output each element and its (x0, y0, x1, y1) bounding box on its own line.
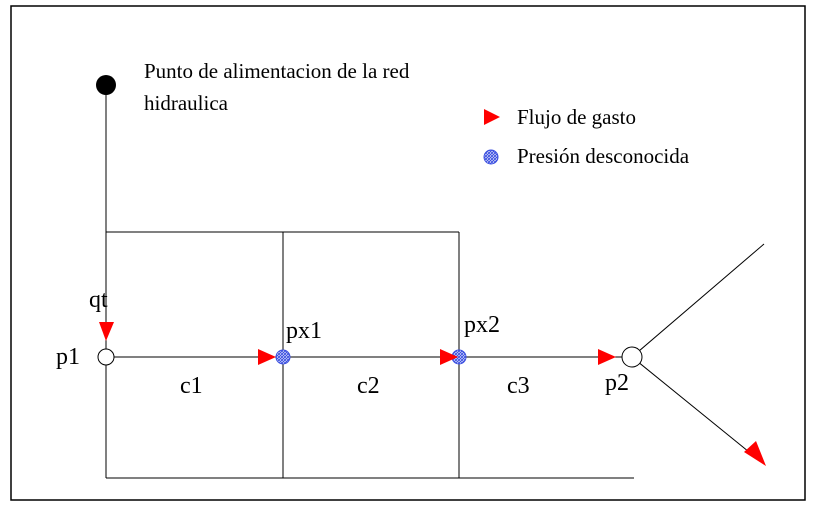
node-p1 (97, 348, 115, 366)
diagram-frame (10, 5, 806, 501)
label-qt: qt (89, 287, 108, 313)
label-c2: c2 (357, 373, 380, 399)
flow-arrow-c3 (598, 349, 616, 365)
branch-lower (631, 356, 755, 457)
label-p2: p2 (605, 370, 629, 396)
flow-arrow-branch (744, 441, 766, 466)
legend-unknown-pressure-label: Presión desconocida (517, 144, 690, 168)
flow-arrow-c2 (440, 349, 458, 365)
label-p1: p1 (56, 344, 80, 370)
flow-arrow-qt (99, 322, 114, 341)
feed-point-label: Punto de alimentacion de la red (144, 59, 410, 83)
label-c1: c1 (180, 373, 203, 399)
label-c3: c3 (507, 373, 530, 399)
legend-flow-label: Flujo de gasto (517, 105, 636, 129)
node-p2 (621, 346, 643, 368)
label-px2: px2 (464, 312, 500, 338)
feed-point-label-line2: hidraulica (144, 91, 229, 115)
legend-flow-arrow-icon (484, 109, 500, 125)
label-px1: px1 (286, 318, 322, 344)
node-px1 (275, 349, 291, 365)
flow-arrow-c1 (258, 349, 276, 365)
branch-upper (631, 243, 765, 358)
legend-unknown-pressure-icon (483, 149, 499, 165)
